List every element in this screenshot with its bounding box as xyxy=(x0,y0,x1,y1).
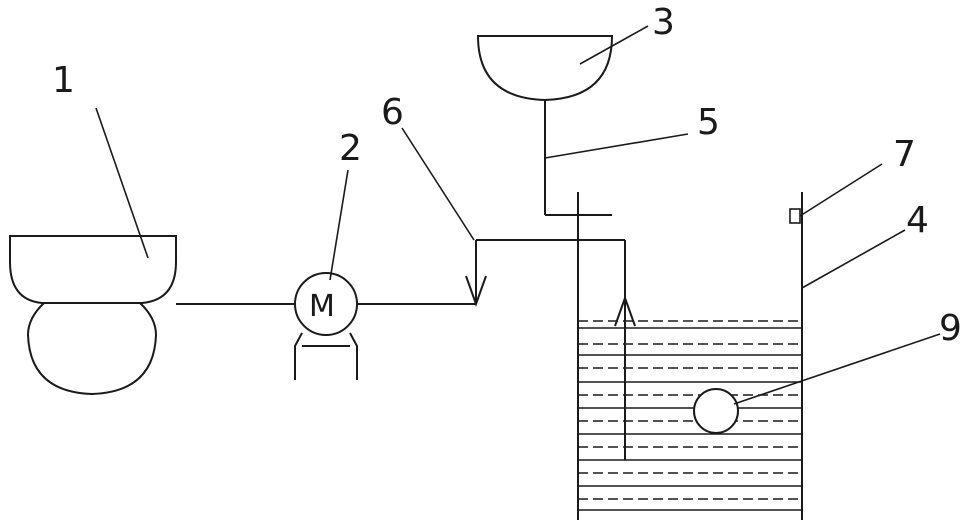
label-3: 3 xyxy=(652,2,675,43)
label-9: 9 xyxy=(939,308,962,349)
inlet-pipe-with-up-arrow xyxy=(614,240,636,460)
label-4: 4 xyxy=(906,200,929,241)
motor-symbol: M xyxy=(309,289,335,324)
label-7: 7 xyxy=(893,134,916,175)
component-4-tank xyxy=(577,192,803,520)
liquid-lines xyxy=(578,320,802,511)
component-2-motor: M xyxy=(294,272,358,380)
component-1-vessel xyxy=(9,235,177,396)
label-6: 6 xyxy=(381,92,404,133)
label-1: 1 xyxy=(52,60,75,101)
label-2: 2 xyxy=(339,128,362,169)
component-6-junction xyxy=(465,239,625,307)
label-5: 5 xyxy=(697,102,720,143)
component-9-ball xyxy=(693,388,739,434)
leader-lines xyxy=(95,25,941,405)
component-3-hopper xyxy=(476,35,614,216)
component-7-sensor xyxy=(789,208,801,224)
